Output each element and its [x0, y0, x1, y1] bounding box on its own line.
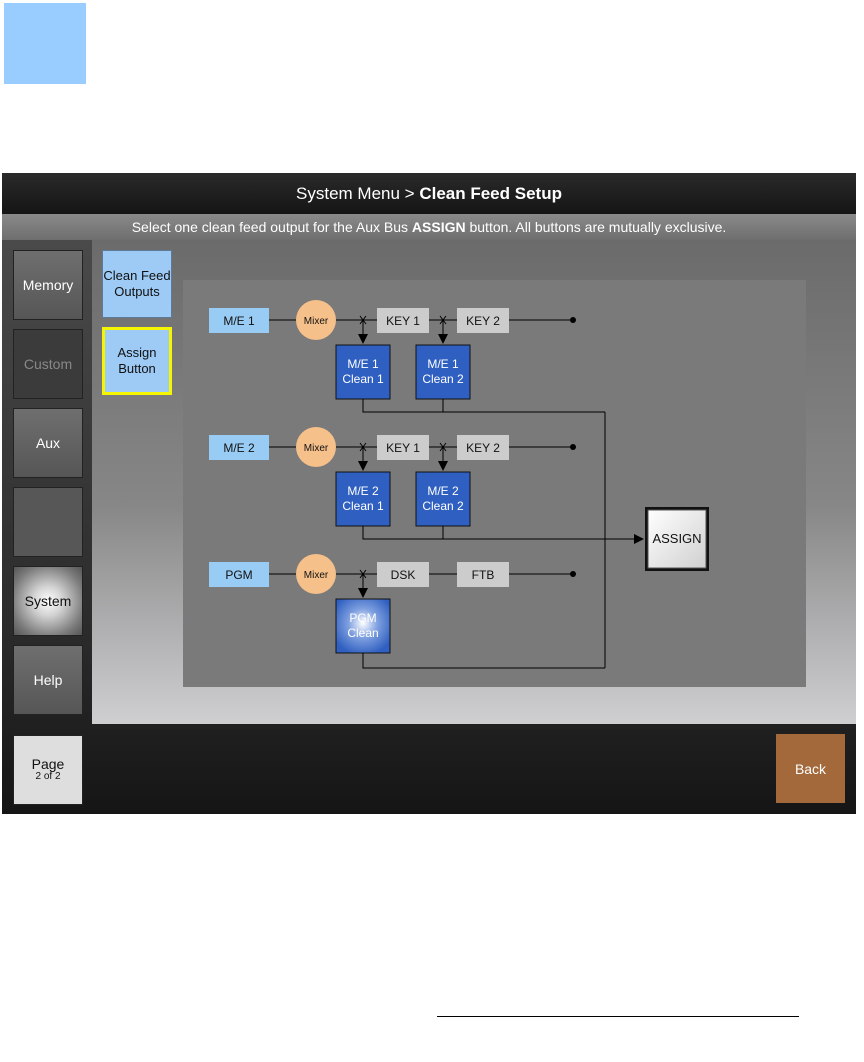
row2-clean1-button[interactable]	[335, 471, 391, 527]
row2-clean2-label-a: M/E 2	[427, 484, 459, 498]
instruction-before: Select one clean feed output for the Aux…	[131, 219, 412, 235]
sidebar-aux-button[interactable]: Aux	[13, 408, 83, 478]
clean-feed-diagram: M/E 1 Mixer KEY 1 KEY 2 M/E 1 Clean 1 M/…	[183, 280, 806, 687]
row3-source-label: PGM	[225, 568, 252, 582]
instruction-bold: ASSIGN	[411, 219, 466, 235]
row2-clean2-label-b: Clean 2	[422, 499, 464, 513]
row3-dsk-label: DSK	[391, 568, 416, 582]
page-button[interactable]: Page 2 of 2	[13, 735, 83, 805]
row2-key1-box	[377, 435, 429, 460]
row2-source-box[interactable]	[209, 435, 269, 460]
diagram-svg: M/E 1 Mixer KEY 1 KEY 2 M/E 1 Clean 1 M/…	[209, 300, 709, 669]
row1-clean2-label-a: M/E 1	[427, 357, 459, 371]
row1-endpoint	[570, 317, 576, 323]
back-button[interactable]: Back	[776, 734, 845, 803]
row3-ftb-box	[457, 562, 509, 587]
row1-clean2-label-b: Clean 2	[422, 372, 464, 386]
page-label: Page	[31, 756, 65, 773]
page-indicator: 2 of 2	[35, 771, 61, 783]
row2-key2-label: KEY 2	[466, 441, 500, 455]
sidebar-system-button[interactable]: System	[13, 566, 83, 636]
assign-button[interactable]	[647, 509, 707, 569]
tab-clean-feed-outputs-label: Clean Feed Outputs	[103, 268, 171, 299]
sidebar-aux-label: Aux	[35, 435, 61, 451]
row1-source-box[interactable]	[209, 308, 269, 333]
row1-clean1-button[interactable]	[335, 344, 391, 400]
row1-key1-label: KEY 1	[386, 314, 420, 328]
row1-mixer	[296, 300, 336, 340]
sidebar-help-button[interactable]: Help	[13, 645, 83, 715]
sidebar-system-label: System	[24, 593, 72, 609]
row3-source-box[interactable]	[209, 562, 269, 587]
row1-key2-box	[457, 308, 509, 333]
row3-endpoint	[570, 571, 576, 577]
row2-endpoint	[570, 444, 576, 450]
row2-collector-to-assign	[362, 526, 644, 544]
row1-clean1-label-b: Clean 1	[342, 372, 384, 386]
row2-clean2-button[interactable]	[415, 471, 471, 527]
assign-button-label: ASSIGN	[652, 531, 701, 546]
sidebar-memory-label: Memory	[22, 277, 74, 293]
page-title: System Menu > Clean Feed Setup	[2, 173, 856, 214]
row1-collector-a	[362, 399, 605, 413]
back-button-label: Back	[794, 760, 827, 777]
sidebar-custom-label: Custom	[23, 356, 73, 372]
row1-key1-box	[377, 308, 429, 333]
row2-mixer-label: Mixer	[304, 443, 329, 454]
row2-clean1-label-a: M/E 2	[347, 484, 379, 498]
row1-mixer-label: Mixer	[304, 316, 329, 327]
row3-ftb-label: FTB	[472, 568, 495, 582]
row3-mixer	[296, 554, 336, 594]
row3-mixer-label: Mixer	[304, 570, 329, 581]
instruction-after: button. All buttons are mutually exclusi…	[465, 219, 727, 235]
sidebar-memory-button[interactable]: Memory	[13, 250, 83, 320]
row3-collector	[362, 653, 605, 669]
sidebar-blank-button[interactable]	[13, 487, 83, 557]
row2-source-label: M/E 2	[223, 441, 255, 455]
page-footer-rule	[437, 1016, 799, 1017]
chapter-tab	[4, 3, 86, 84]
row3-pgm-clean-button[interactable]	[335, 598, 391, 654]
row1-clean1-label-a: M/E 1	[347, 357, 379, 371]
tab-clean-feed-outputs[interactable]: Clean Feed Outputs	[102, 250, 172, 318]
tab-assign-button-label: Assign Button	[117, 345, 157, 376]
row1-clean2-button[interactable]	[415, 344, 471, 400]
row2-mixer	[296, 427, 336, 467]
title-prefix: System Menu >	[296, 184, 420, 203]
row3-dsk-box	[377, 562, 429, 587]
row2-key2-box	[457, 435, 509, 460]
row3-pgm-clean-label-b: Clean	[347, 626, 378, 640]
row2-clean1-label-b: Clean 1	[342, 499, 384, 513]
row1-source-label: M/E 1	[223, 314, 255, 328]
sidebar-help-label: Help	[33, 672, 63, 688]
row1-key2-label: KEY 2	[466, 314, 500, 328]
title-section: Clean Feed Setup	[419, 184, 562, 203]
sidebar-custom-button[interactable]: Custom	[13, 329, 83, 399]
row2-key1-label: KEY 1	[386, 441, 420, 455]
tab-assign-button[interactable]: Assign Button	[102, 327, 172, 395]
clean-feed-setup-screen: System Menu > Clean Feed Setup Select on…	[2, 173, 856, 814]
instruction-bar: Select one clean feed output for the Aux…	[2, 214, 856, 240]
row3-pgm-clean-label-a: PGM	[349, 611, 376, 625]
